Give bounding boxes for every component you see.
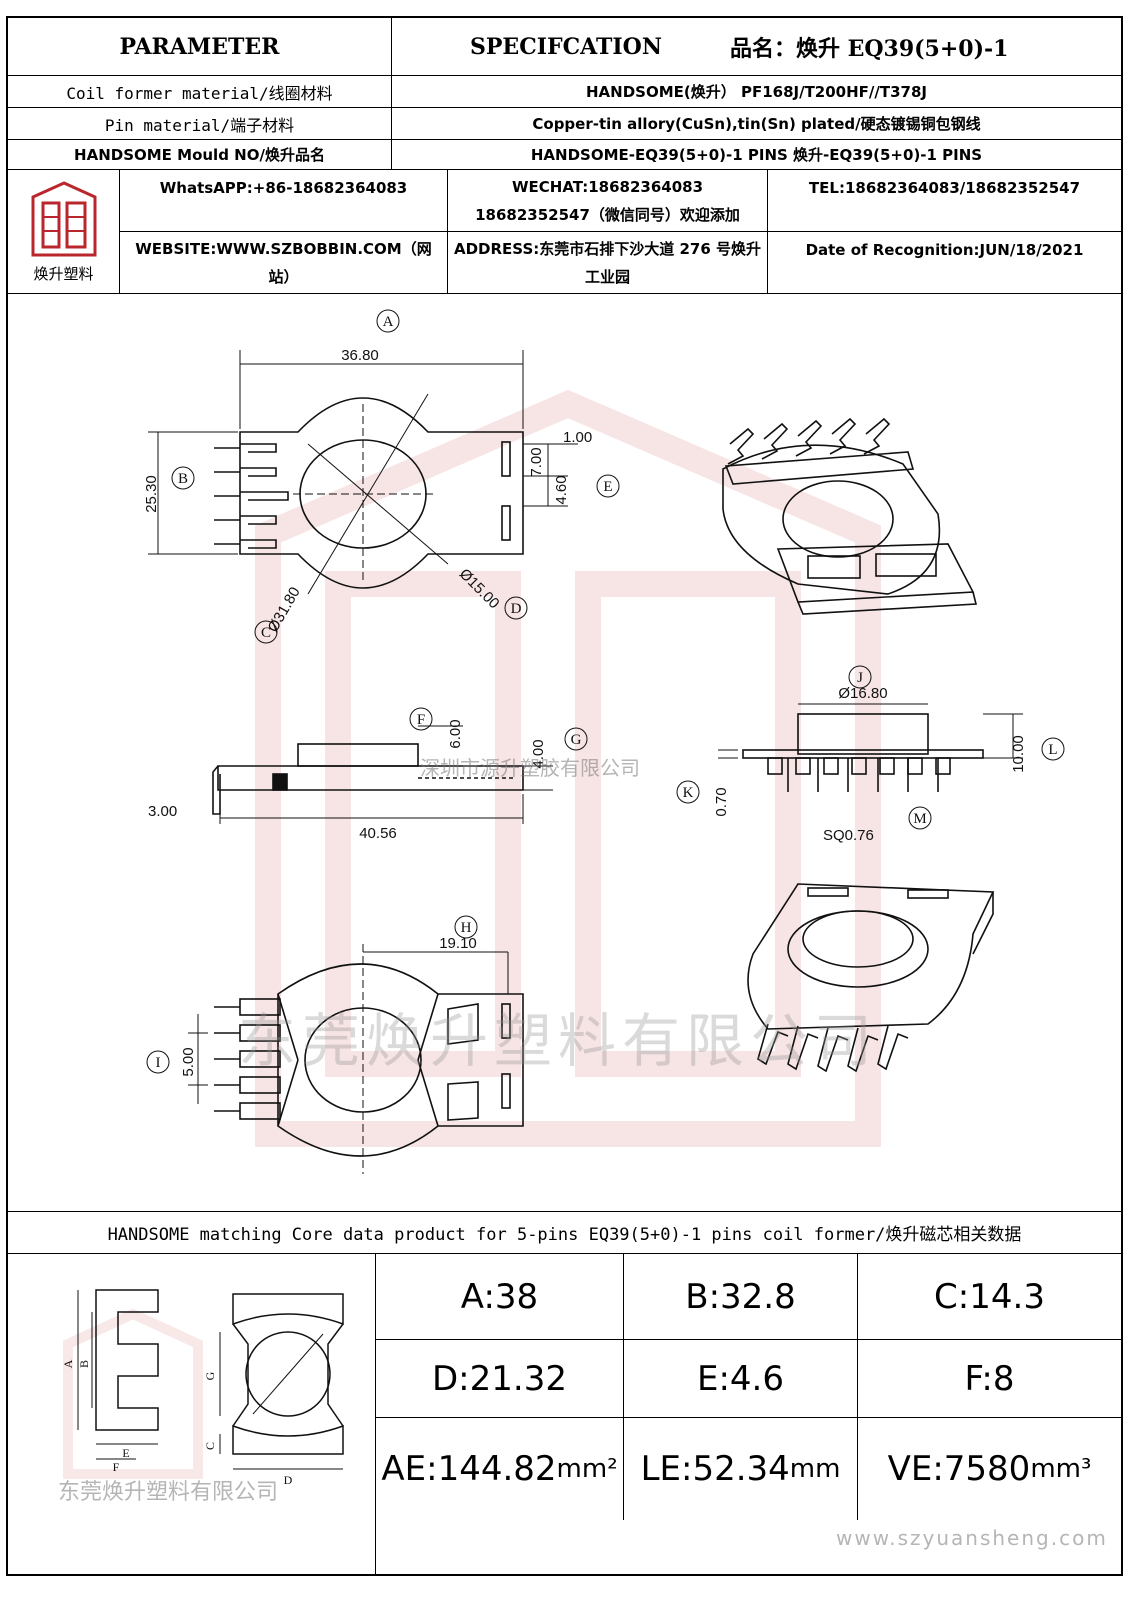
dim-pin-value: 3.00 <box>148 803 177 820</box>
param-label: Pin material/端子材料 <box>8 108 392 139</box>
param-value: HANDSOME-EQ39(5+0)-1 PINS 焕升-EQ39(5+0)-1… <box>530 146 983 164</box>
core-fig-label-A: A <box>61 1359 75 1368</box>
core-value-F: F:8 <box>858 1340 1121 1418</box>
param-row-coil: Coil former material/线圈材料 HANDSOME(焕升） P… <box>8 76 1121 108</box>
label-A: A <box>383 314 394 330</box>
technical-drawing: 36.80 25.30 Ø31.80 Ø15.00 1.00 7.00 4.60… <box>8 294 1121 1212</box>
core-value-C: C:14.3 <box>858 1254 1121 1340</box>
company-logo: 焕升塑料 <box>8 170 120 293</box>
spec-sheet: PARAMETER SPECIFCATION 品名：焕升 EQ39(5+0)-1… <box>6 16 1123 1576</box>
recognition-date: Date of Recognition:JUN/18/2021 <box>805 241 1084 259</box>
label-K: K <box>683 785 694 801</box>
label-B: B <box>178 471 188 487</box>
label-D: D <box>511 601 522 617</box>
dim-A-value: 36.80 <box>341 347 379 364</box>
dim-K-value: 0.70 <box>713 787 730 816</box>
dim-L-value: 10.00 <box>1010 735 1027 773</box>
param-label: Coil former material/线圈材料 <box>8 76 392 107</box>
dim-B-value: 25.30 <box>143 475 160 513</box>
whatsapp: WhatsAPP:+86-18682364083 <box>120 170 448 231</box>
tel: TEL:18682364083/18682352547 <box>808 179 1081 197</box>
label-E: E <box>603 479 612 495</box>
param-row-pin: Pin material/端子材料 Copper-tin allory(CuSn… <box>8 108 1121 140</box>
core-value-E: E:4.6 <box>624 1340 858 1418</box>
core-fig-label-D: D <box>284 1473 293 1487</box>
param-value: HANDSOME(焕升） PF168J/T200HF//T378J <box>585 83 927 101</box>
handsome-logo-icon <box>31 181 96 257</box>
param-value: Copper-tin allory(CuSn),tin(Sn) plated/硬… <box>532 115 981 133</box>
core-value-D: D:21.32 <box>376 1340 624 1418</box>
dim-E3-value: 4.60 <box>553 475 570 504</box>
core-watermark: 东莞焕升塑料有限公司 <box>58 1480 279 1505</box>
dim-E1-value: 1.00 <box>563 429 592 446</box>
core-figure: A B E F G C D 东莞焕升塑料有限公司 <box>8 1254 376 1576</box>
param-label: HANDSOME Mould NO/焕升品名 <box>8 140 392 169</box>
label-L: L <box>1048 742 1057 758</box>
label-C: C <box>261 625 271 641</box>
dim-J-value: Ø16.80 <box>838 685 887 702</box>
param-row-mould: HANDSOME Mould NO/焕升品名 HANDSOME-EQ39(5+0… <box>8 140 1121 170</box>
parameter-heading: PARAMETER <box>8 18 392 75</box>
core-fig-label-F: F <box>113 1460 120 1474</box>
dim-F-value: 6.00 <box>447 719 464 748</box>
core-data-area: A B E F G C D 东莞焕升塑料有限公司 A:38 B:32.8 C:1… <box>8 1254 1121 1576</box>
company-block: 焕升塑料 WhatsAPP:+86-18682364083 WECHAT:186… <box>8 170 1121 294</box>
label-H: H <box>461 920 472 936</box>
label-J: J <box>857 670 863 686</box>
header-row: PARAMETER SPECIFCATION 品名：焕升 EQ39(5+0)-1 <box>8 18 1121 76</box>
dim-I-value: 5.00 <box>180 1047 197 1076</box>
label-M: M <box>913 811 926 827</box>
watermark-company: 东莞焕升塑料有限公司 <box>238 1007 879 1075</box>
core-value-A: A:38 <box>376 1254 624 1340</box>
address: ADDRESS:东莞市石排下沙大道 276 号焕升工业园 <box>448 232 768 294</box>
drawing-svg: 36.80 25.30 Ø31.80 Ø15.00 1.00 7.00 4.60… <box>143 309 1065 1174</box>
core-fig-label-E: E <box>122 1446 129 1460</box>
core-fig-label-C: C <box>203 1442 217 1450</box>
core-fig-label-G: G <box>203 1371 217 1380</box>
watermark-small: 深圳市源升塑胶有限公司 <box>420 756 640 780</box>
core-values-grid: A:38 B:32.8 C:14.3 D:21.32 E:4.6 F:8 AE:… <box>376 1254 1121 1576</box>
url-watermark: www.szyuansheng.com <box>836 1526 1108 1550</box>
core-data-title: HANDSOME matching Core data product for … <box>8 1212 1121 1254</box>
website: WEBSITE:WWW.SZBOBBIN.COM（网站） <box>120 232 448 294</box>
label-G: G <box>571 732 582 748</box>
watermark-logo <box>255 389 881 1147</box>
dim-G-value: 4.00 <box>530 739 547 768</box>
wechat: WECHAT:18682364083 18682352547（微信同号）欢迎添加 <box>448 170 768 231</box>
dim-length-value: 40.56 <box>359 825 397 842</box>
dim-M-value: SQ0.76 <box>823 827 874 844</box>
core-value-B: B:32.8 <box>624 1254 858 1340</box>
core-fig-label-B: B <box>77 1360 91 1368</box>
dim-E2-value: 7.00 <box>528 447 545 476</box>
label-F: F <box>417 712 425 728</box>
label-I: I <box>156 1055 161 1071</box>
core-figure-svg: A B E F G C D <box>61 1289 344 1487</box>
dim-H-value: 19.10 <box>439 935 477 952</box>
logo-caption: 焕升塑料 <box>33 265 94 283</box>
specification-heading: SPECIFCATION <box>470 33 662 60</box>
product-name: 品名：焕升 EQ39(5+0)-1 <box>729 35 1009 62</box>
